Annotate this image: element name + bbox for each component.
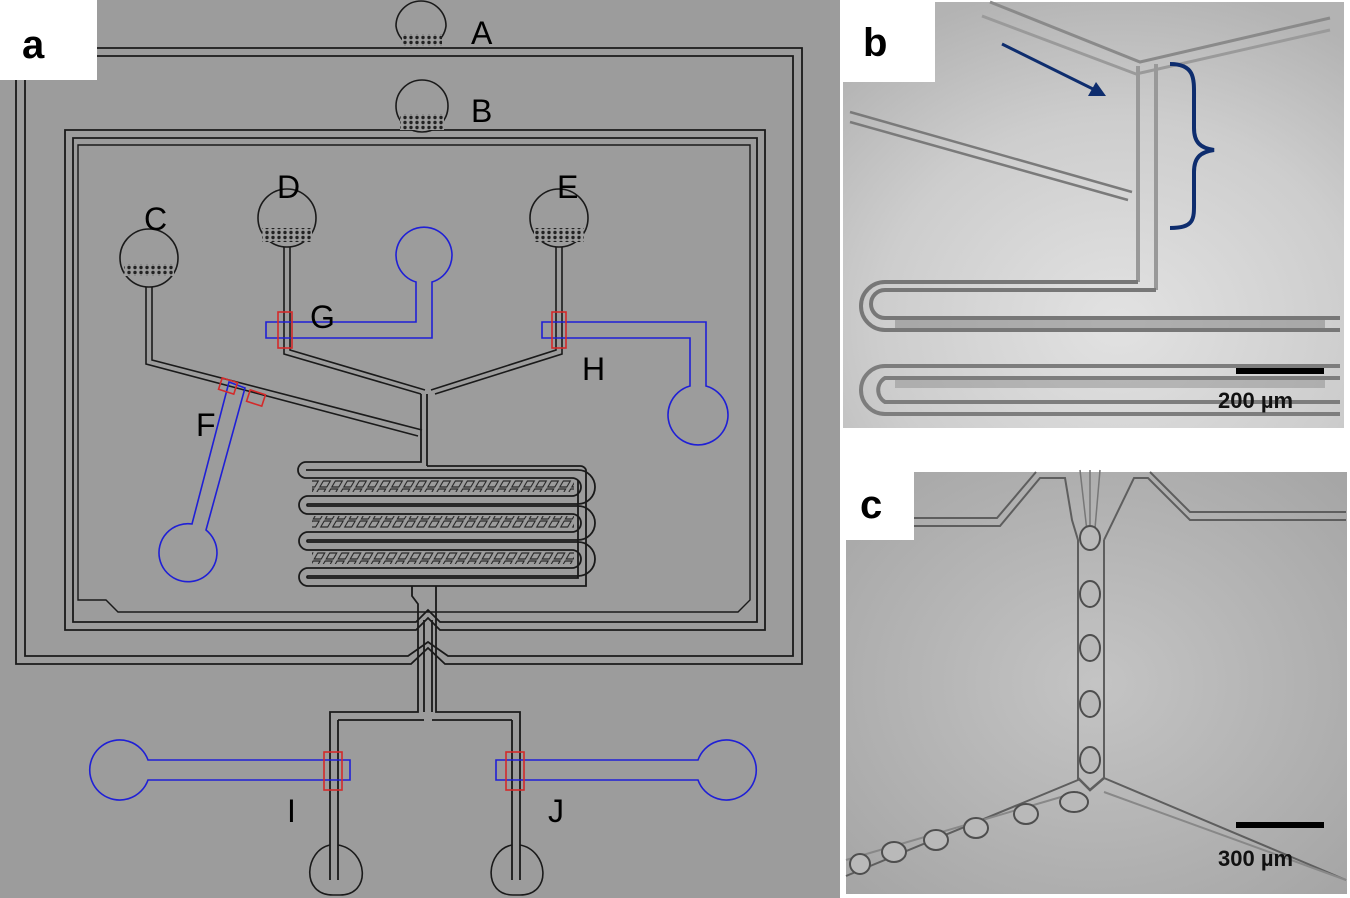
chip-background: [0, 0, 840, 898]
label-g: G: [310, 299, 335, 335]
outlet-reservoir-j: [490, 844, 544, 896]
label-e: E: [557, 169, 578, 205]
panel-c-letter: c: [860, 483, 882, 527]
inner-chamber-outline: [77, 144, 751, 613]
outlet-channel: [329, 586, 521, 880]
panel-b-label-box: [843, 0, 935, 82]
label-d: D: [277, 169, 300, 205]
panel-a: a: [0, 0, 840, 898]
valve-line-j: [495, 739, 757, 801]
valve-line-f: [158, 380, 246, 583]
valve-seat-h: [551, 311, 567, 349]
label-j: J: [548, 793, 564, 829]
valve-seats: [217, 311, 567, 791]
valve-line-g: [265, 226, 453, 339]
valve-seat-g: [277, 311, 293, 349]
inlet-reservoir-a: [395, 0, 447, 46]
micrograph-b-droplets: [895, 320, 1325, 388]
inlet-reservoir-e: [529, 188, 589, 248]
scale-bar-b: [1236, 368, 1324, 374]
panel-c: c 300 µm: [845, 469, 1347, 894]
middle-loop-channel: [64, 129, 766, 631]
panel-a-letter: a: [22, 23, 45, 67]
curly-bracket: [1169, 62, 1215, 230]
scale-label-b: 200 µm: [1218, 388, 1293, 413]
inlet-reservoir-d: [257, 188, 317, 248]
panel-b: b 200 µm: [843, 0, 1344, 428]
scale-bar-c: [1236, 822, 1324, 828]
channel-network: [15, 47, 803, 880]
valve-seat-f-left: [217, 376, 239, 396]
label-i: I: [287, 793, 296, 829]
valve-seat-i: [323, 751, 343, 791]
channel-e: [430, 232, 557, 391]
valve-seat-f-right: [245, 388, 267, 408]
arrow-indicator: [1001, 42, 1106, 96]
micrograph-c-droplets: [849, 525, 1101, 875]
serpentine-mixer: [297, 461, 596, 587]
valve-line-i: [89, 739, 351, 801]
label-c: C: [144, 201, 167, 237]
panel-c-label-box: [846, 472, 914, 540]
inlet-reservoir-c: [119, 228, 179, 288]
label-b: B: [471, 93, 492, 129]
label-h: H: [582, 351, 605, 387]
panel-a-label-box: [0, 0, 97, 80]
label-f: F: [196, 407, 216, 443]
valve-control-lines: [89, 226, 757, 801]
trunk-channel: [306, 394, 428, 466]
scale-label-c: 300 µm: [1218, 846, 1293, 871]
outlet-reservoir-i: [309, 844, 364, 896]
panel-b-letter: b: [863, 21, 887, 65]
channel-c: [145, 270, 419, 437]
micrograph-b-channels: [849, 0, 1340, 416]
inlet-reservoir-b: [395, 79, 449, 133]
valve-line-h: [541, 321, 729, 446]
valve-seat-j: [505, 751, 525, 791]
label-a: A: [471, 15, 493, 51]
channel-d: [283, 232, 422, 395]
